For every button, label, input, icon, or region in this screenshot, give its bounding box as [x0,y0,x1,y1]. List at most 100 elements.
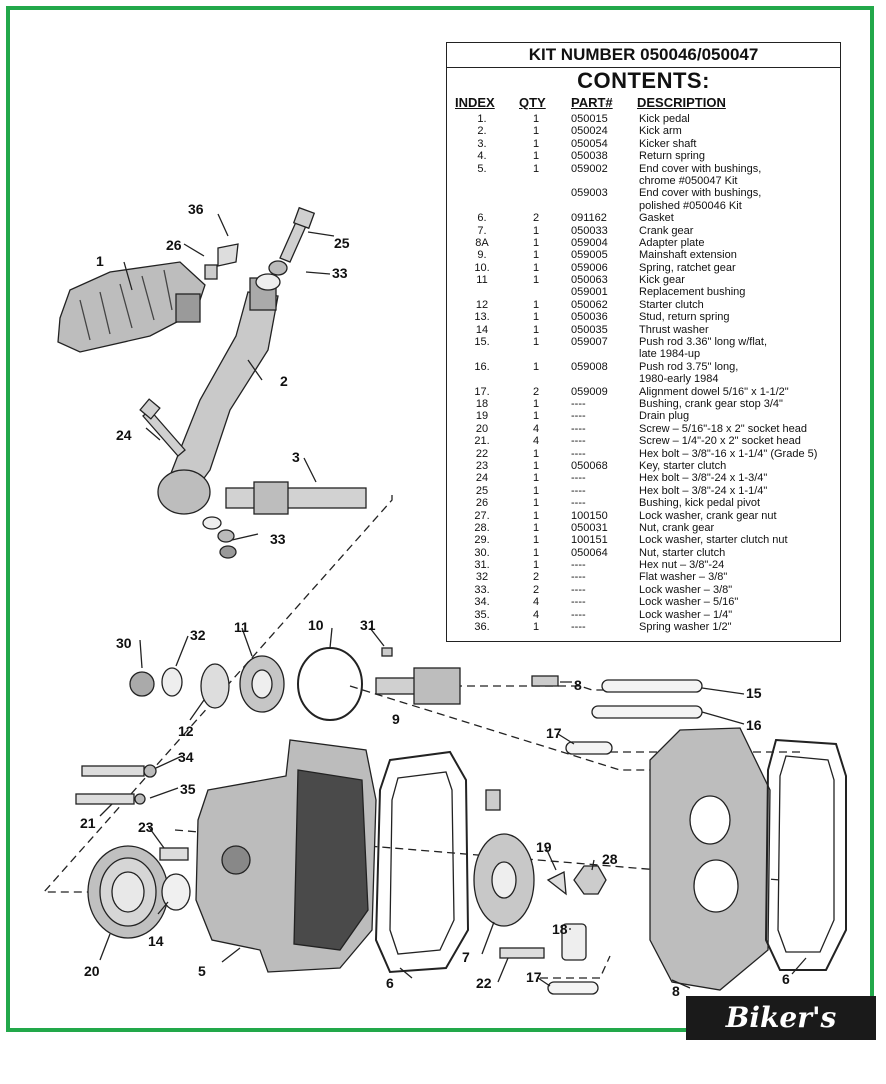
bolt-25 [279,206,316,263]
table-row: 35.4----Lock washer – 1/4" [447,609,840,621]
header-index: INDEX [455,95,495,110]
row-description: Hex bolt – 3/8"-16 x 1-1/4" (Grade 5) [639,447,818,460]
row-qty: 1 [532,298,540,311]
row-index: 29. [474,534,490,547]
row-index: 24 [475,472,489,485]
row-description: polished #050046 Kit [639,199,742,212]
row-qty: 1 [532,559,540,572]
row-part: 100150 [571,509,608,522]
row-description: Stud, return spring [639,311,730,324]
row-part: 100151 [571,534,608,547]
row-description: Drain plug [639,410,690,423]
callout-6-right: 6 [782,971,790,987]
row-description: Lock washer, starter clutch nut [639,534,788,547]
row-qty: 1 [532,459,540,472]
row-qty: 2 [532,571,540,584]
callout-3: 3 [292,449,300,465]
row-description: Return spring [639,150,706,163]
row-index: 6. [477,212,487,225]
callout-16: 16 [746,717,762,733]
row-part: ---- [571,571,586,584]
row-description: End cover with bushings, [639,162,762,175]
row-description: Hex nut – 3/8"-24 [639,559,725,572]
callout-32: 32 [190,627,206,643]
row-part: 050036 [571,311,608,324]
header-description: DESCRIPTION [637,95,726,110]
row-qty: 1 [532,509,540,522]
row-part: 050015 [571,113,608,125]
callout-34: 34 [178,749,194,765]
table-row: 36.1----Spring washer 1/2" [447,621,840,633]
row-index: 11 [476,274,488,287]
callout-7: 7 [462,949,470,965]
row-qty: 1 [532,447,540,460]
callout-14: 14 [148,933,164,949]
row-description: Screw – 1/4"-20 x 2" socket head [639,435,801,448]
row-index: 15. [474,336,490,349]
row-qty: 1 [532,224,540,237]
row-index: 36. [474,621,490,634]
row-part: 059008 [571,360,608,373]
row-index: 7. [477,224,487,237]
row-qty: 2 [532,385,540,398]
callout-2: 2 [280,373,288,389]
row-part: ---- [571,583,586,596]
table-row: polished #050046 Kit [447,200,840,212]
row-part: 059009 [571,385,608,398]
row-part: 059005 [571,249,608,262]
row-part: ---- [571,596,586,609]
table-row: 31.1----Hex nut – 3/8"-24 [447,559,840,571]
table-row: late 1984-up [447,348,840,360]
table-row: 1980-early 1984 [447,373,840,385]
row-qty: 1 [532,484,540,497]
row-part: 050024 [571,125,608,138]
row-index: 18 [475,397,489,410]
header-qty: QTY [519,95,546,110]
row-description: Lock washer – 1/4" [639,608,733,621]
return-spring [87,845,169,939]
callout-12: 12 [178,723,194,739]
row-description: Thrust washer [639,323,709,336]
adapter-plate [649,727,771,991]
row-qty: 1 [532,249,540,262]
row-part: ---- [571,608,586,621]
row-qty: 1 [532,621,540,634]
row-qty: 1 [532,261,540,274]
row-index: 12 [475,298,489,311]
row-qty: 4 [532,608,540,621]
row-description: Alignment dowel 5/16" x 1-1/2" [639,385,789,398]
row-description: Kicker shaft [639,137,697,150]
row-index: 28. [474,521,490,534]
row-description: Push rod 3.36" long w/flat, [639,336,768,349]
row-description: Bushing, kick pedal pivot [639,497,761,510]
row-description: Crank gear [639,224,694,237]
row-part: 050068 [571,459,608,472]
row-index: 10. [474,261,490,274]
callout-36: 36 [188,201,204,217]
green-frame [6,6,874,1032]
row-part: ---- [571,497,586,510]
row-index: 21. [474,435,490,448]
bolt-24 [139,398,186,457]
row-description: 1980-early 1984 [639,373,719,386]
callout-25: 25 [334,235,350,251]
row-part: 050054 [571,137,608,150]
row-description: Key, starter clutch [639,459,727,472]
row-description: chrome #050047 Kit [639,174,738,187]
row-index: 26 [475,497,489,510]
callout-22: 22 [476,975,492,991]
row-description: Kick gear [639,274,685,287]
row-part: ---- [571,397,586,410]
